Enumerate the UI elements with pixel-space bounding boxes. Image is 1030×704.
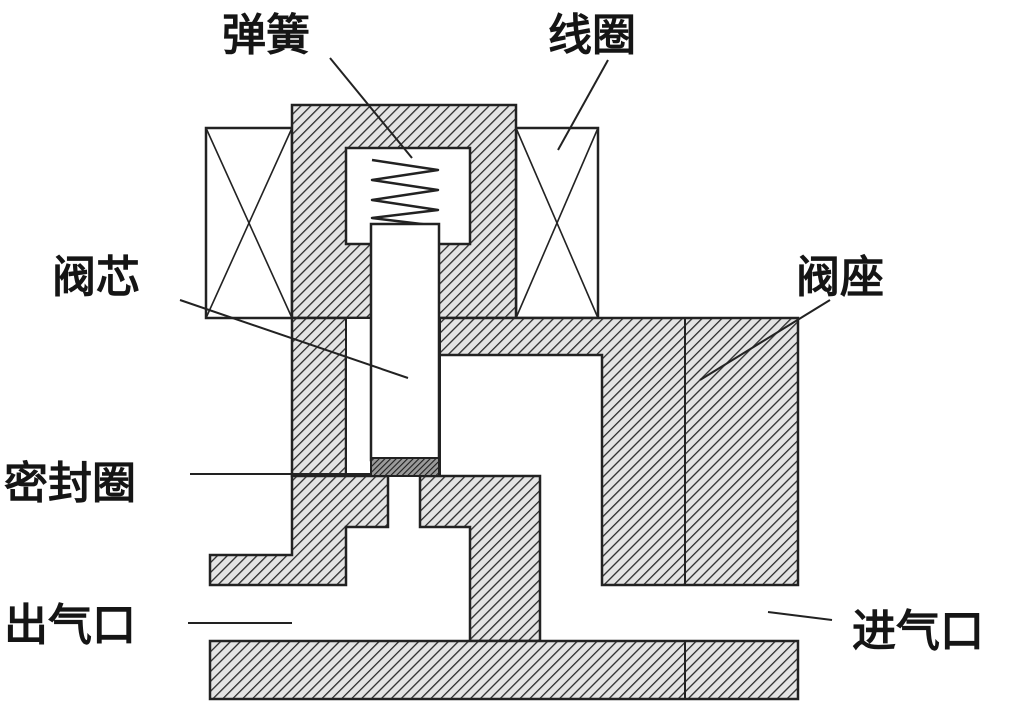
coil: [204, 126, 600, 320]
valve-seat-label: 阀座: [796, 252, 884, 303]
inlet-leader: [767, 611, 833, 621]
spring-label: 弹簧: [222, 10, 310, 61]
coil-label: 线圈: [548, 10, 636, 61]
leader-lines: [179, 57, 833, 624]
outlet-wall: [208, 474, 390, 587]
orifice-block: [418, 474, 542, 643]
valve-core-leader: [179, 299, 409, 379]
outlet-label: 出气口: [4, 600, 136, 651]
coil-left-winding: [204, 126, 294, 320]
coil-leader: [557, 59, 609, 151]
valve-seat-leader: [699, 299, 831, 381]
inlet-label: 进气口: [852, 606, 984, 657]
valve-core-label: 阀芯: [52, 252, 140, 303]
coil-right-winding: [514, 126, 600, 320]
base-plate: [208, 639, 800, 701]
spring-leader: [329, 57, 413, 159]
seal-ring-label: 密封圈: [4, 458, 136, 509]
seal-ring: [370, 457, 440, 477]
valve-core: [369, 222, 441, 462]
spring: [370, 158, 440, 228]
